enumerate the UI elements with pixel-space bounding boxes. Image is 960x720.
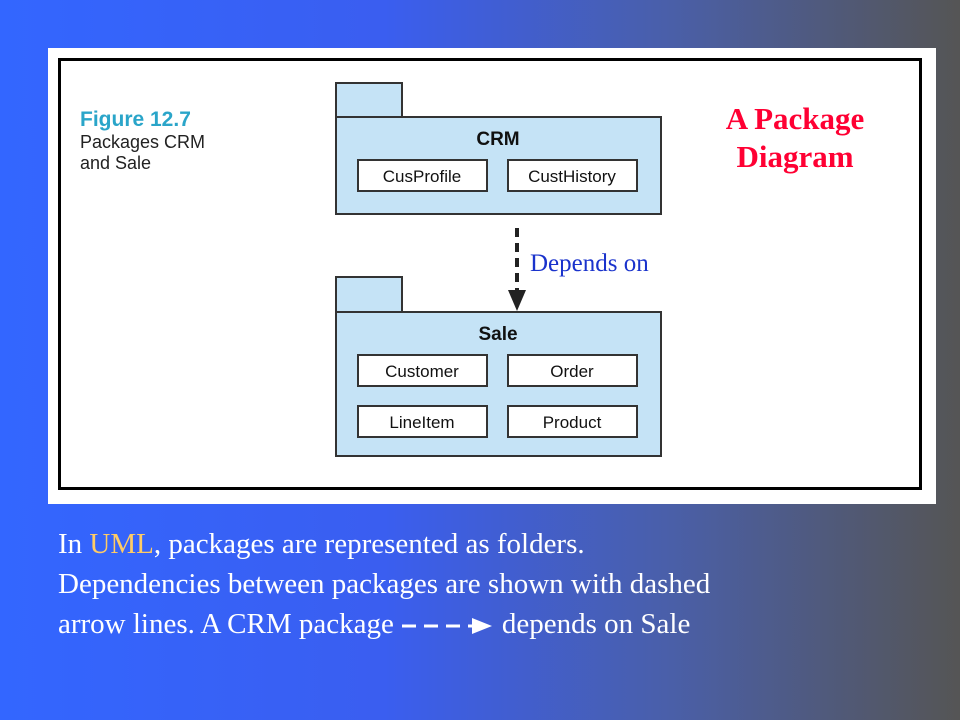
class-box-label: LineItem xyxy=(389,413,454,432)
dependency-label: Depends on xyxy=(530,250,649,277)
package-sale-tab xyxy=(335,276,403,313)
body-line-2: Dependencies between packages are shown … xyxy=(58,568,711,600)
package-crm: CRM CusProfile CustHistory xyxy=(335,82,662,215)
dashed-arrow-icon xyxy=(401,618,492,635)
body-line-3-prefix: arrow lines. A CRM package xyxy=(58,608,394,640)
package-crm-tab xyxy=(335,82,403,118)
figure-caption-title: Figure 12.7 xyxy=(80,108,191,131)
figure-frame xyxy=(58,58,922,490)
class-box: LineItem xyxy=(357,405,488,438)
package-sale: Sale Customer Order LineItem Product xyxy=(335,276,662,457)
arrow-head xyxy=(508,290,526,311)
class-box: Order xyxy=(507,354,638,387)
body-line-3-suffix: depends on Sale xyxy=(501,608,691,640)
uml-highlight: UML xyxy=(89,528,154,560)
slide-title: A Package Diagram xyxy=(725,101,865,174)
figure-caption-text: Packages CRM and Sale xyxy=(80,132,206,173)
body-text: In UML, packages are represented as fold… xyxy=(58,524,938,644)
body-line-1: In UML, packages are represented as fold… xyxy=(58,524,938,564)
class-box: CustHistory xyxy=(507,159,638,192)
class-box-label: Customer xyxy=(385,362,459,381)
package-crm-name: CRM xyxy=(476,129,519,150)
body-line-3: arrow lines. A CRM package depends on Sal… xyxy=(58,604,938,644)
class-box-label: CustHistory xyxy=(528,167,616,186)
package-sale-name: Sale xyxy=(478,324,517,345)
class-box-label: CusProfile xyxy=(383,167,461,186)
class-box: CusProfile xyxy=(357,159,488,192)
class-box: Customer xyxy=(357,354,488,387)
class-box-label: Order xyxy=(550,362,594,381)
body-line-1-prefix: In xyxy=(58,528,90,560)
body-line-1-suffix: , packages are represented as folders. xyxy=(153,528,585,560)
class-box: Product xyxy=(507,405,638,438)
class-box-label: Product xyxy=(543,413,602,432)
dependency-arrow xyxy=(508,228,526,311)
